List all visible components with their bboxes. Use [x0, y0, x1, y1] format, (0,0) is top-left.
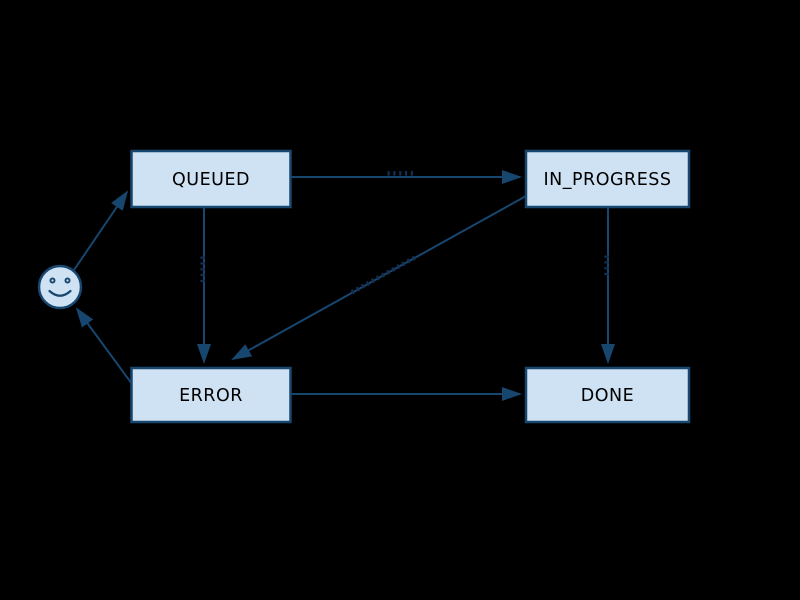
- edge-in-progress-to-error: ▮▮▮▮▮▮▮▮▮▮▮▮▮: [231, 195, 527, 360]
- state-node-in-progress-label: IN_PROGRESS: [544, 170, 672, 190]
- state-node-done-box: [524, 366, 691, 424]
- state-node-queued-box: [130, 149, 292, 209]
- edge-in-progress-to-done: ▮▮▮▮: [601, 207, 615, 364]
- edge-in-progress-to-error-label: ▮▮▮▮▮▮▮▮▮▮▮▮▮: [350, 253, 419, 296]
- smiley-face-icon: [37, 264, 83, 310]
- state-node-error-box: [130, 366, 292, 424]
- smiley-mouth: [48, 289, 72, 297]
- edge-start-to-queued: [73, 190, 129, 271]
- state-node-queued: QUEUED: [130, 149, 292, 209]
- state-node-error-label: ERROR: [179, 386, 243, 406]
- state-node-done: DONE: [524, 366, 691, 424]
- edge-queued-to-error: ▮▮▮▮▮: [197, 207, 211, 364]
- state-node-start: [37, 264, 83, 310]
- state-node-done-label: DONE: [581, 386, 634, 406]
- edge-in-progress-to-error-line: [231, 195, 527, 360]
- state-node-queued-label: QUEUED: [172, 170, 250, 190]
- edge-start-to-queued-line: [73, 190, 129, 271]
- smiley-left-pupil: [51, 279, 54, 282]
- edge-queued-to-in-progress-label: ▮▮▮▮▮: [387, 170, 416, 177]
- edge-error-to-start: [75, 307, 133, 385]
- smiley-right-pupil: [66, 279, 69, 282]
- edge-queued-to-in-progress: ▮▮▮▮▮: [291, 170, 522, 184]
- state-node-in-progress: IN_PROGRESS: [524, 149, 691, 209]
- state-node-error: ERROR: [130, 366, 292, 424]
- state-node-in-progress-box: [524, 149, 691, 209]
- edge-queued-to-error-label: ▮▮▮▮▮: [199, 256, 206, 285]
- edge-error-to-start-line: [75, 307, 133, 385]
- edge-in-progress-to-done-label: ▮▮▮▮: [603, 255, 610, 278]
